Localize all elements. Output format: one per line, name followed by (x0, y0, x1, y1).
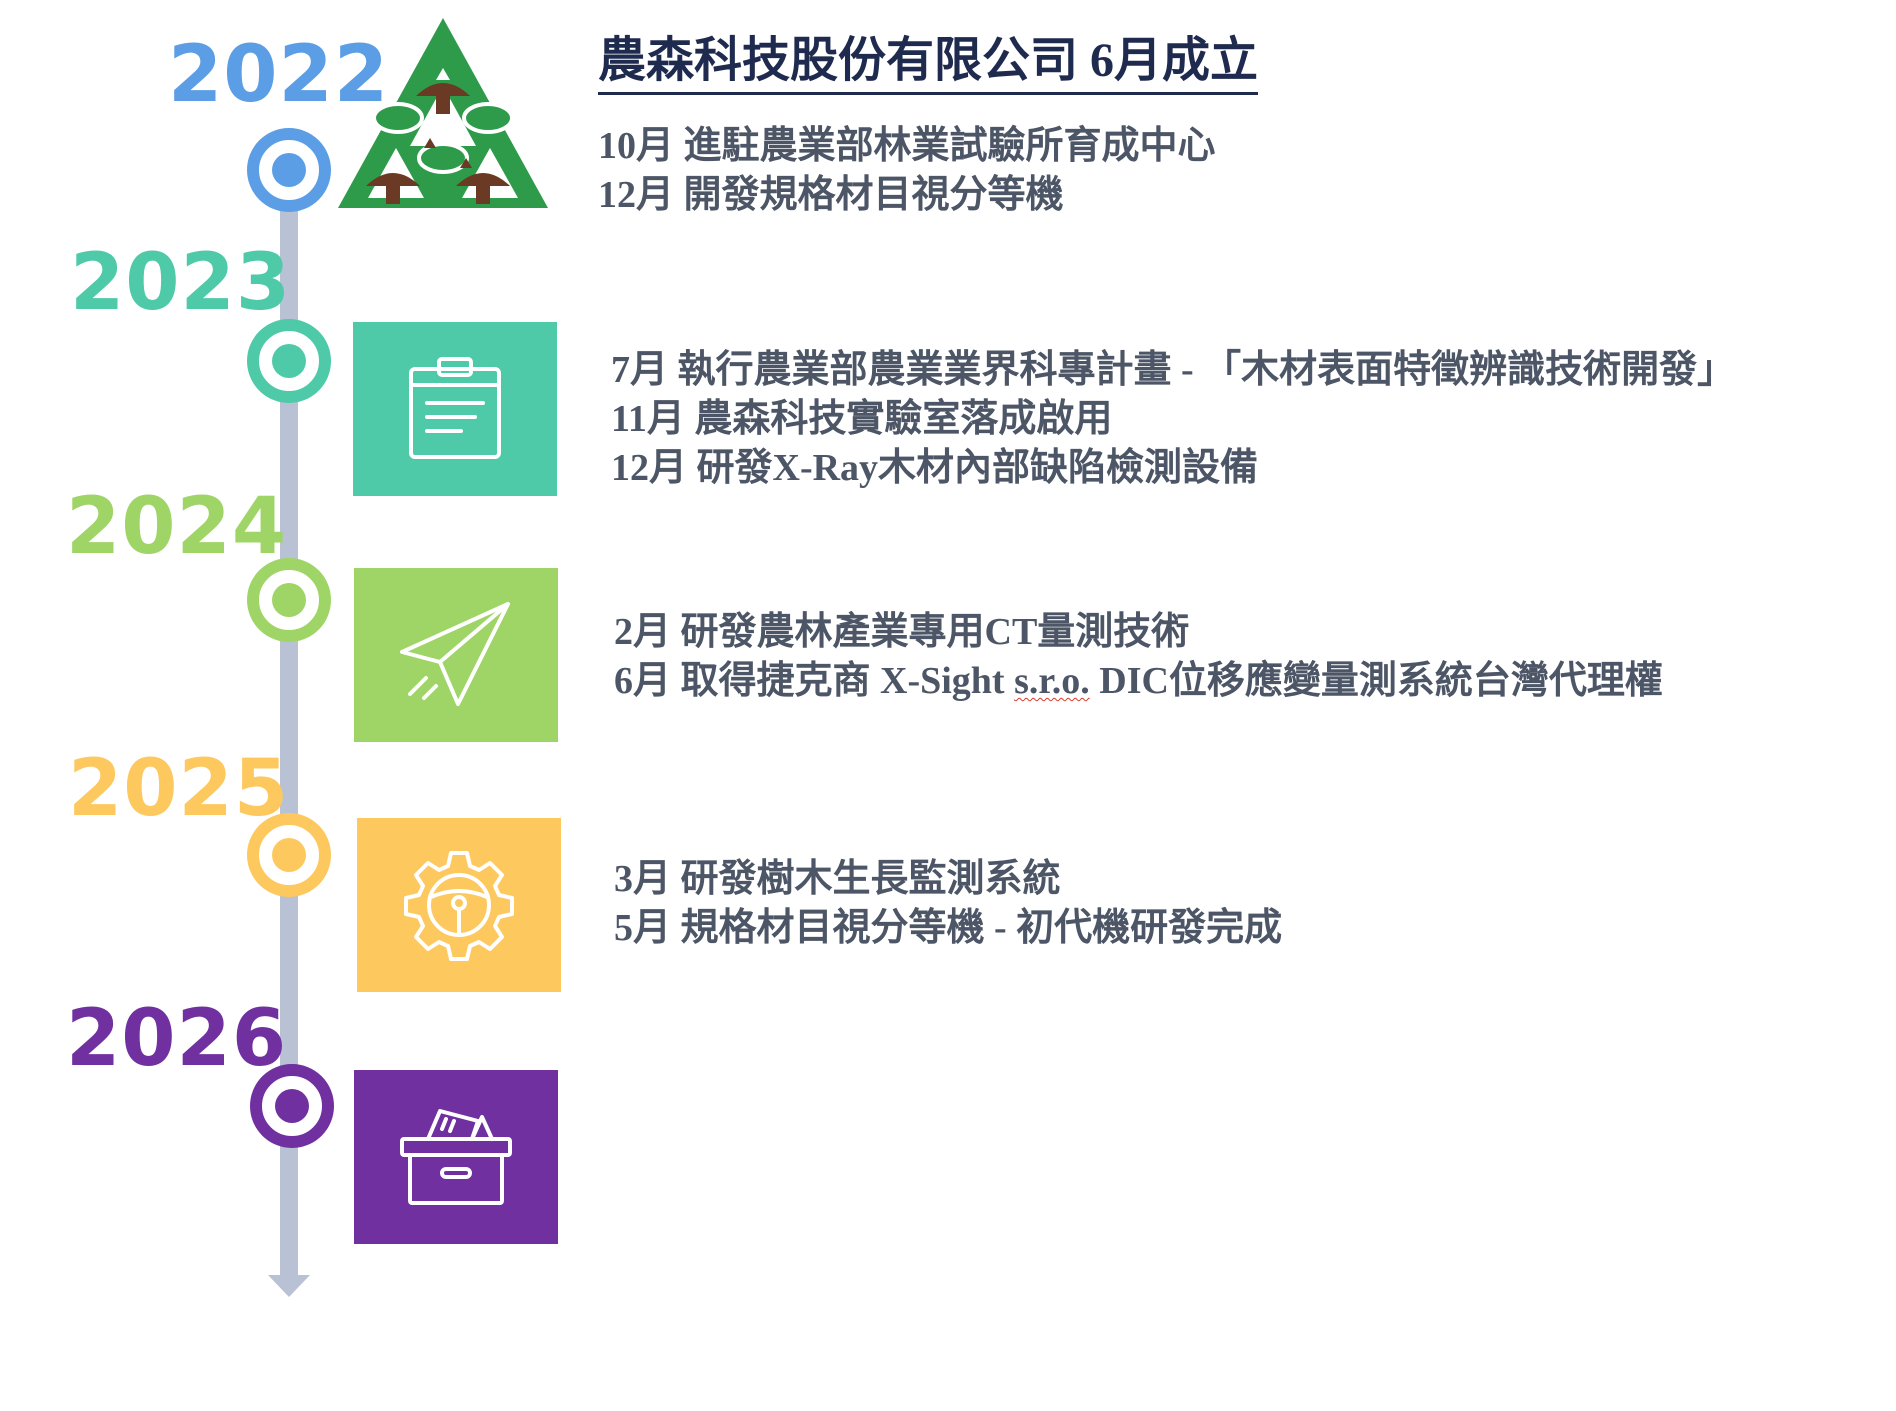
milestone-2025-2: 5月 規格材目視分等機 - 初代機研發完成 (614, 907, 1283, 949)
paper-plane-icon (354, 568, 558, 742)
milestones-2025: 3月 研發樹木生長監測系統 5月 規格材目視分等機 - 初代機研發完成 (614, 855, 1282, 953)
milestone-2023-2: 11月 農森科技實驗室落成啟用 (611, 398, 1113, 440)
timeline-node-2026 (250, 1064, 334, 1148)
year-label-2022: 2022 (168, 30, 390, 120)
timeline-node-2025 (247, 813, 331, 897)
timeline-node-2023 (247, 319, 331, 403)
milestone-2022-1: 10月 進駐農業部林業試驗所育成中心 (598, 125, 1216, 167)
company-founding-headline: 農森科技股份有限公司 6月成立 (598, 32, 1259, 95)
year-label-2026: 2026 (66, 994, 288, 1084)
milestone-2025-1: 3月 研發樹木生長監測系統 (614, 858, 1061, 900)
company-suffix: s.r.o. (1014, 660, 1090, 702)
milestone-2022-2: 12月 開發規格材目視分等機 (598, 174, 1064, 216)
milestones-2024: 2月 研發農林產業專用CT量測技術 6月 取得捷克商 X-Sight s.r.o… (614, 608, 1663, 706)
year-label-2023: 2023 (70, 238, 292, 328)
milestone-2024-1: 2月 研發農林產業專用CT量測技術 (614, 611, 1190, 653)
year-label-2024: 2024 (66, 482, 288, 572)
milestones-2023: 7月 執行農業部農業業界科專計畫 - 「木材表面特徵辨識技術開發」 11月 農森… (611, 346, 1735, 493)
milestone-2023-1: 7月 執行農業部農業業界科專計畫 - 「木材表面特徵辨識技術開發」 (611, 349, 1736, 391)
year-label-2025: 2025 (68, 744, 290, 834)
timeline-node-2022 (247, 128, 331, 212)
timeline-node-2024 (247, 558, 331, 642)
archive-box-icon (354, 1070, 558, 1244)
milestone-2024-2: 6月 取得捷克商 X-Sight s.r.o. DIC位移應變量測系統台灣代理權 (614, 660, 1663, 702)
milestones-2022: 10月 進駐農業部林業試驗所育成中心 12月 開發規格材目視分等機 (598, 122, 1216, 220)
timeline-axis (280, 205, 298, 1275)
timeline-arrow (268, 1275, 310, 1297)
clipboard-icon (353, 322, 557, 496)
gear-steering-icon (357, 818, 561, 992)
milestone-2023-3: 12月 研發X-Ray木材內部缺陷檢測設備 (611, 447, 1259, 489)
company-logo-icon (338, 18, 548, 217)
